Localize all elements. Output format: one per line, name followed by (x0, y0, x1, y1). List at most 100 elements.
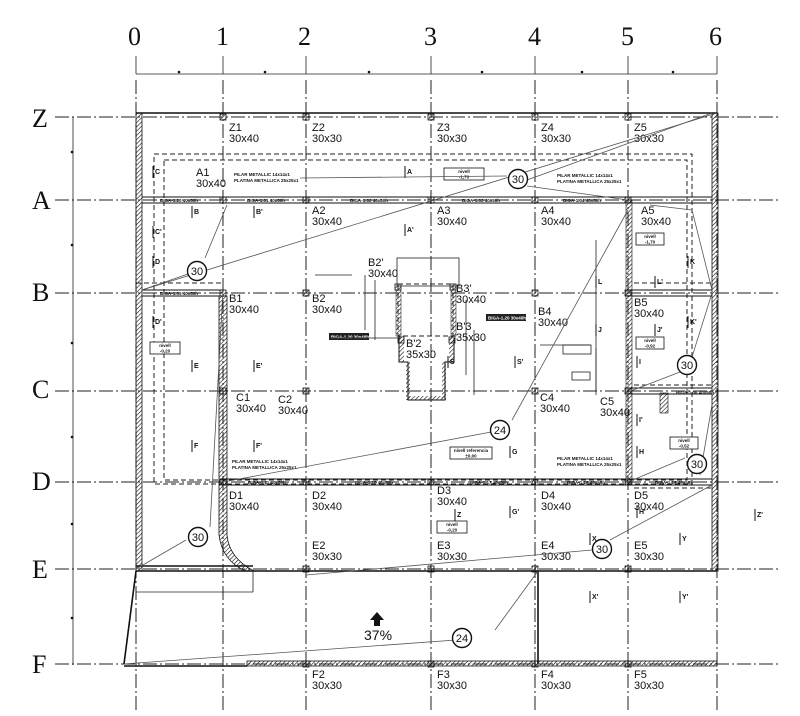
level-tag-label: nivell (644, 338, 656, 343)
section-mark-label: S (450, 359, 455, 366)
axis-B: B (32, 278, 49, 307)
section-mark-label: L (598, 279, 603, 286)
column-size: 30x40 (196, 178, 226, 190)
column-size: 35x30 (406, 349, 436, 361)
callout-circle (187, 526, 209, 548)
axis-2: 2 (298, 22, 311, 51)
callout-circle (489, 419, 511, 441)
column-marker (302, 478, 310, 486)
column-id: A4 (541, 205, 554, 217)
column-id: F4 (541, 669, 554, 681)
beam-label: BIGA-1.01 40x50h (247, 198, 285, 203)
stair-core (315, 257, 475, 401)
section-mark-label: L' (657, 279, 663, 286)
level-tags: nivell-1,70nivell-1,70nivell-0,20nivell-… (149, 167, 699, 534)
column-size: 30x30 (437, 680, 467, 692)
column-marker (624, 565, 632, 573)
section-mark-label: I' (639, 417, 643, 424)
column-labels: Z130x40Z230x30Z330x30Z430x30Z530x30A130x… (196, 122, 671, 692)
column-marker (531, 196, 539, 204)
callout-circle (451, 627, 473, 649)
section-mark-label: B' (256, 209, 263, 216)
column-marker (531, 289, 539, 297)
column-id: D4 (541, 490, 555, 502)
level-tag-box (436, 520, 468, 534)
column-size: 30x30 (634, 551, 664, 563)
beam-label: BIGA-1.04 40x50h (563, 198, 601, 203)
section-mark-label: F (194, 443, 199, 450)
column-marker (302, 387, 310, 395)
column-size: 30x40 (634, 308, 664, 320)
column-size: 30x30 (437, 551, 467, 563)
level-tag-box (149, 341, 181, 355)
axis-5: 5 (621, 22, 634, 51)
column-size: 30x40 (229, 501, 259, 513)
column-marker (624, 660, 632, 668)
column-marker (302, 289, 310, 297)
callout-number: 24 (494, 425, 506, 437)
callout-circle (591, 538, 613, 560)
column-id: B'3 (456, 321, 472, 333)
column-size: 30x30 (312, 680, 342, 692)
column-id: E2 (312, 540, 325, 552)
column-size: 30x40 (541, 501, 571, 513)
column-id: D3 (437, 485, 451, 497)
column-size: 30x30 (634, 133, 664, 145)
column-marker (531, 660, 539, 668)
dimension-lines (70, 56, 718, 665)
level-tag-box (449, 446, 493, 460)
beam-label: BIGA-1.17 40x50h (470, 480, 508, 485)
section-mark-label: K (690, 259, 695, 266)
column-size: 30x30 (312, 551, 342, 563)
section-mark-label: G' (512, 509, 519, 516)
column-marker (427, 478, 435, 486)
callout-number: 30 (191, 266, 203, 278)
level-tag-label: nivell (644, 234, 656, 239)
column-id: D1 (229, 490, 243, 502)
column-markers (219, 113, 632, 668)
axis-C: C (32, 375, 49, 404)
column-marker (302, 565, 310, 573)
column-size: 30x40 (538, 317, 568, 329)
pillar-note-line1: PILAR METALLIC 14x14x1 (557, 173, 613, 178)
level-tag-value: -0,92 (645, 344, 656, 349)
column-size: 30x40 (634, 501, 664, 513)
column-id: A5 (641, 205, 654, 217)
column-marker (219, 196, 227, 204)
column-size: 30x30 (437, 133, 467, 145)
callout-circle (507, 168, 529, 190)
column-size: 30x30 (312, 133, 342, 145)
column-size: 30x40 (600, 407, 630, 419)
column-size: 30x40 (368, 268, 398, 280)
pillar-note-line1: PILAR METALLIC 14x14x1 (232, 459, 288, 464)
column-id: A1 (196, 167, 209, 179)
level-tag-label: nivell (159, 343, 171, 348)
callout-number: 30 (681, 360, 693, 372)
column-id: E3 (437, 540, 450, 552)
section-mark-label: E (194, 363, 199, 370)
callout-number: 30 (596, 544, 608, 556)
section-mark-label: J' (657, 327, 663, 334)
column-marker (624, 289, 632, 297)
pillar-note-line2: PLATINA METALLICA 25x25x1 (232, 465, 297, 470)
column-id: Z2 (312, 122, 325, 134)
column-id: Z3 (437, 122, 450, 134)
section-mark-label: X (592, 536, 597, 543)
column-id: Z1 (229, 122, 242, 134)
column-marker (531, 387, 539, 395)
axis-A: A (32, 186, 51, 215)
column-id: C1 (236, 392, 250, 404)
column-size: 30x40 (540, 403, 570, 415)
section-mark-label: F' (256, 443, 262, 450)
ramp-indicator: 37% (364, 612, 392, 643)
beam-label: BIGA-1.19 40x50h (655, 480, 693, 485)
column-id: B5 (634, 297, 647, 309)
section-mark-label: S' (517, 359, 524, 366)
section-mark-label: G (512, 449, 518, 456)
beam-labels: BIGA-1.20 40x50h BIGA-1.01 40x50h BIGA-1… (160, 198, 714, 485)
pillar-note-line1: PILAR METALLIC 14x14x1 (557, 456, 613, 461)
column-id: B2 (312, 293, 325, 305)
section-mark-label: J (598, 327, 602, 334)
